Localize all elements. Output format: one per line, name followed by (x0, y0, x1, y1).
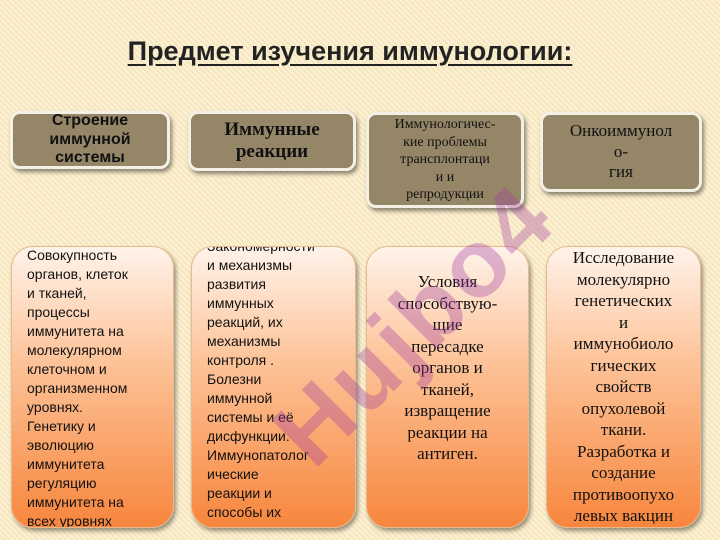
header-label: Иммунные реакции (224, 119, 320, 162)
card-text: Условия способствую- щие пересадке орган… (397, 272, 498, 463)
header-oncoimmunology: Онкоиммунол о- гия (540, 112, 702, 192)
card-text: Совокупность органов, клеток и тканей, п… (27, 247, 128, 528)
header-label: Иммунологичес- кие проблемы трансплонтац… (394, 117, 496, 203)
card-structure-description: Совокупность органов, клеток и тканей, п… (11, 246, 174, 528)
card-text: Закономерности и механизмы развития имму… (207, 246, 315, 527)
header-immune-system-structure: Строение иммунной системы (10, 111, 170, 169)
page-title: Предмет изучения иммунологии: (127, 36, 573, 66)
header-transplant-problems: Иммунологичес- кие проблемы трансплонтац… (366, 112, 524, 208)
header-label: Онкоиммунол о- гия (569, 121, 673, 182)
header-label: Строение иммунной системы (49, 112, 131, 167)
header-immune-reactions: Иммунные реакции (188, 111, 356, 171)
card-text: Исследование молекулярно генетических и … (572, 248, 675, 525)
card-reactions-description: Закономерности и механизмы развития имму… (191, 246, 356, 528)
card-transplant-description: Условия способствую- щие пересадке орган… (366, 246, 529, 528)
card-onco-description: Исследование молекулярно генетических и … (546, 246, 701, 528)
